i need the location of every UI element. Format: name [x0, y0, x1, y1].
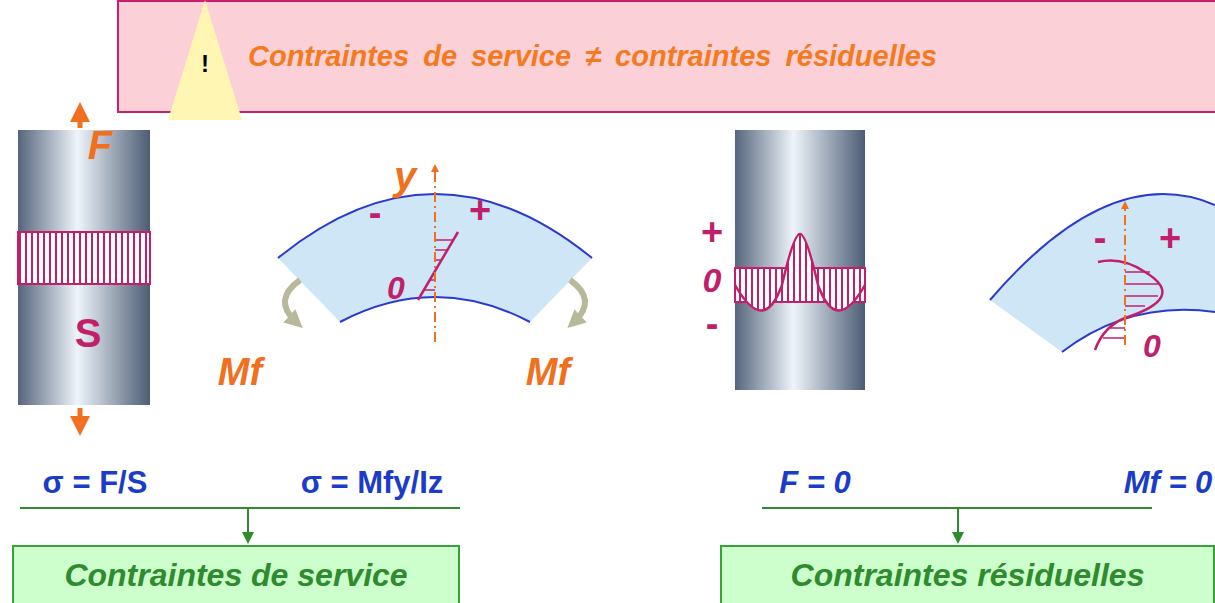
formula: σ = F/S	[43, 467, 148, 498]
force-arrow	[78, 408, 83, 426]
moment-arrow	[285, 280, 300, 322]
force-arrow	[78, 112, 83, 128]
bracket	[957, 508, 959, 538]
force-label: F	[88, 125, 112, 165]
box-label: Contraintes de service	[64, 557, 407, 594]
result-box: Contraintes de service	[12, 545, 460, 603]
warning-mark: !	[201, 52, 209, 76]
box-label: Contraintes résiduelles	[791, 557, 1145, 594]
moment-label: Mf	[218, 353, 262, 391]
moment-label: Mf	[526, 353, 570, 391]
warning-triangle	[168, 0, 242, 120]
beam-edge	[990, 194, 1215, 300]
zero-label: 0	[1143, 330, 1161, 362]
residual-hatch	[1103, 272, 1160, 338]
warning-banner	[118, 1, 1215, 112]
bar	[18, 130, 150, 405]
formula: σ = Mfy/Iz	[301, 467, 444, 498]
beam-edge	[1062, 310, 1215, 352]
bar	[735, 130, 865, 390]
sign-label: -	[1094, 219, 1107, 257]
formula: Mf = 0	[1124, 467, 1213, 498]
bracket	[20, 507, 460, 509]
zero-label: 0	[703, 263, 722, 297]
section-hatch	[18, 232, 150, 284]
residual-hatch	[735, 234, 865, 311]
stress-line	[418, 232, 458, 300]
formula: F = 0	[779, 467, 851, 498]
axis-label: y	[394, 156, 416, 196]
section-label: S	[75, 313, 102, 353]
banner-title: Contraintes de service ≠ contraintes rés…	[248, 42, 937, 71]
y-axis	[1124, 205, 1126, 345]
y-axis	[434, 168, 436, 342]
residual-curve	[735, 234, 865, 311]
beam	[990, 194, 1215, 352]
sign-label: +	[701, 213, 723, 251]
bracket	[247, 508, 249, 538]
sign-label: +	[469, 191, 491, 229]
result-box: Contraintes résiduelles	[720, 545, 1215, 603]
zero-label: 0	[387, 272, 405, 304]
sign-label: +	[1159, 219, 1181, 257]
sign-label: -	[706, 305, 719, 343]
moment-arrow	[570, 280, 585, 322]
sign-label: -	[369, 194, 382, 232]
